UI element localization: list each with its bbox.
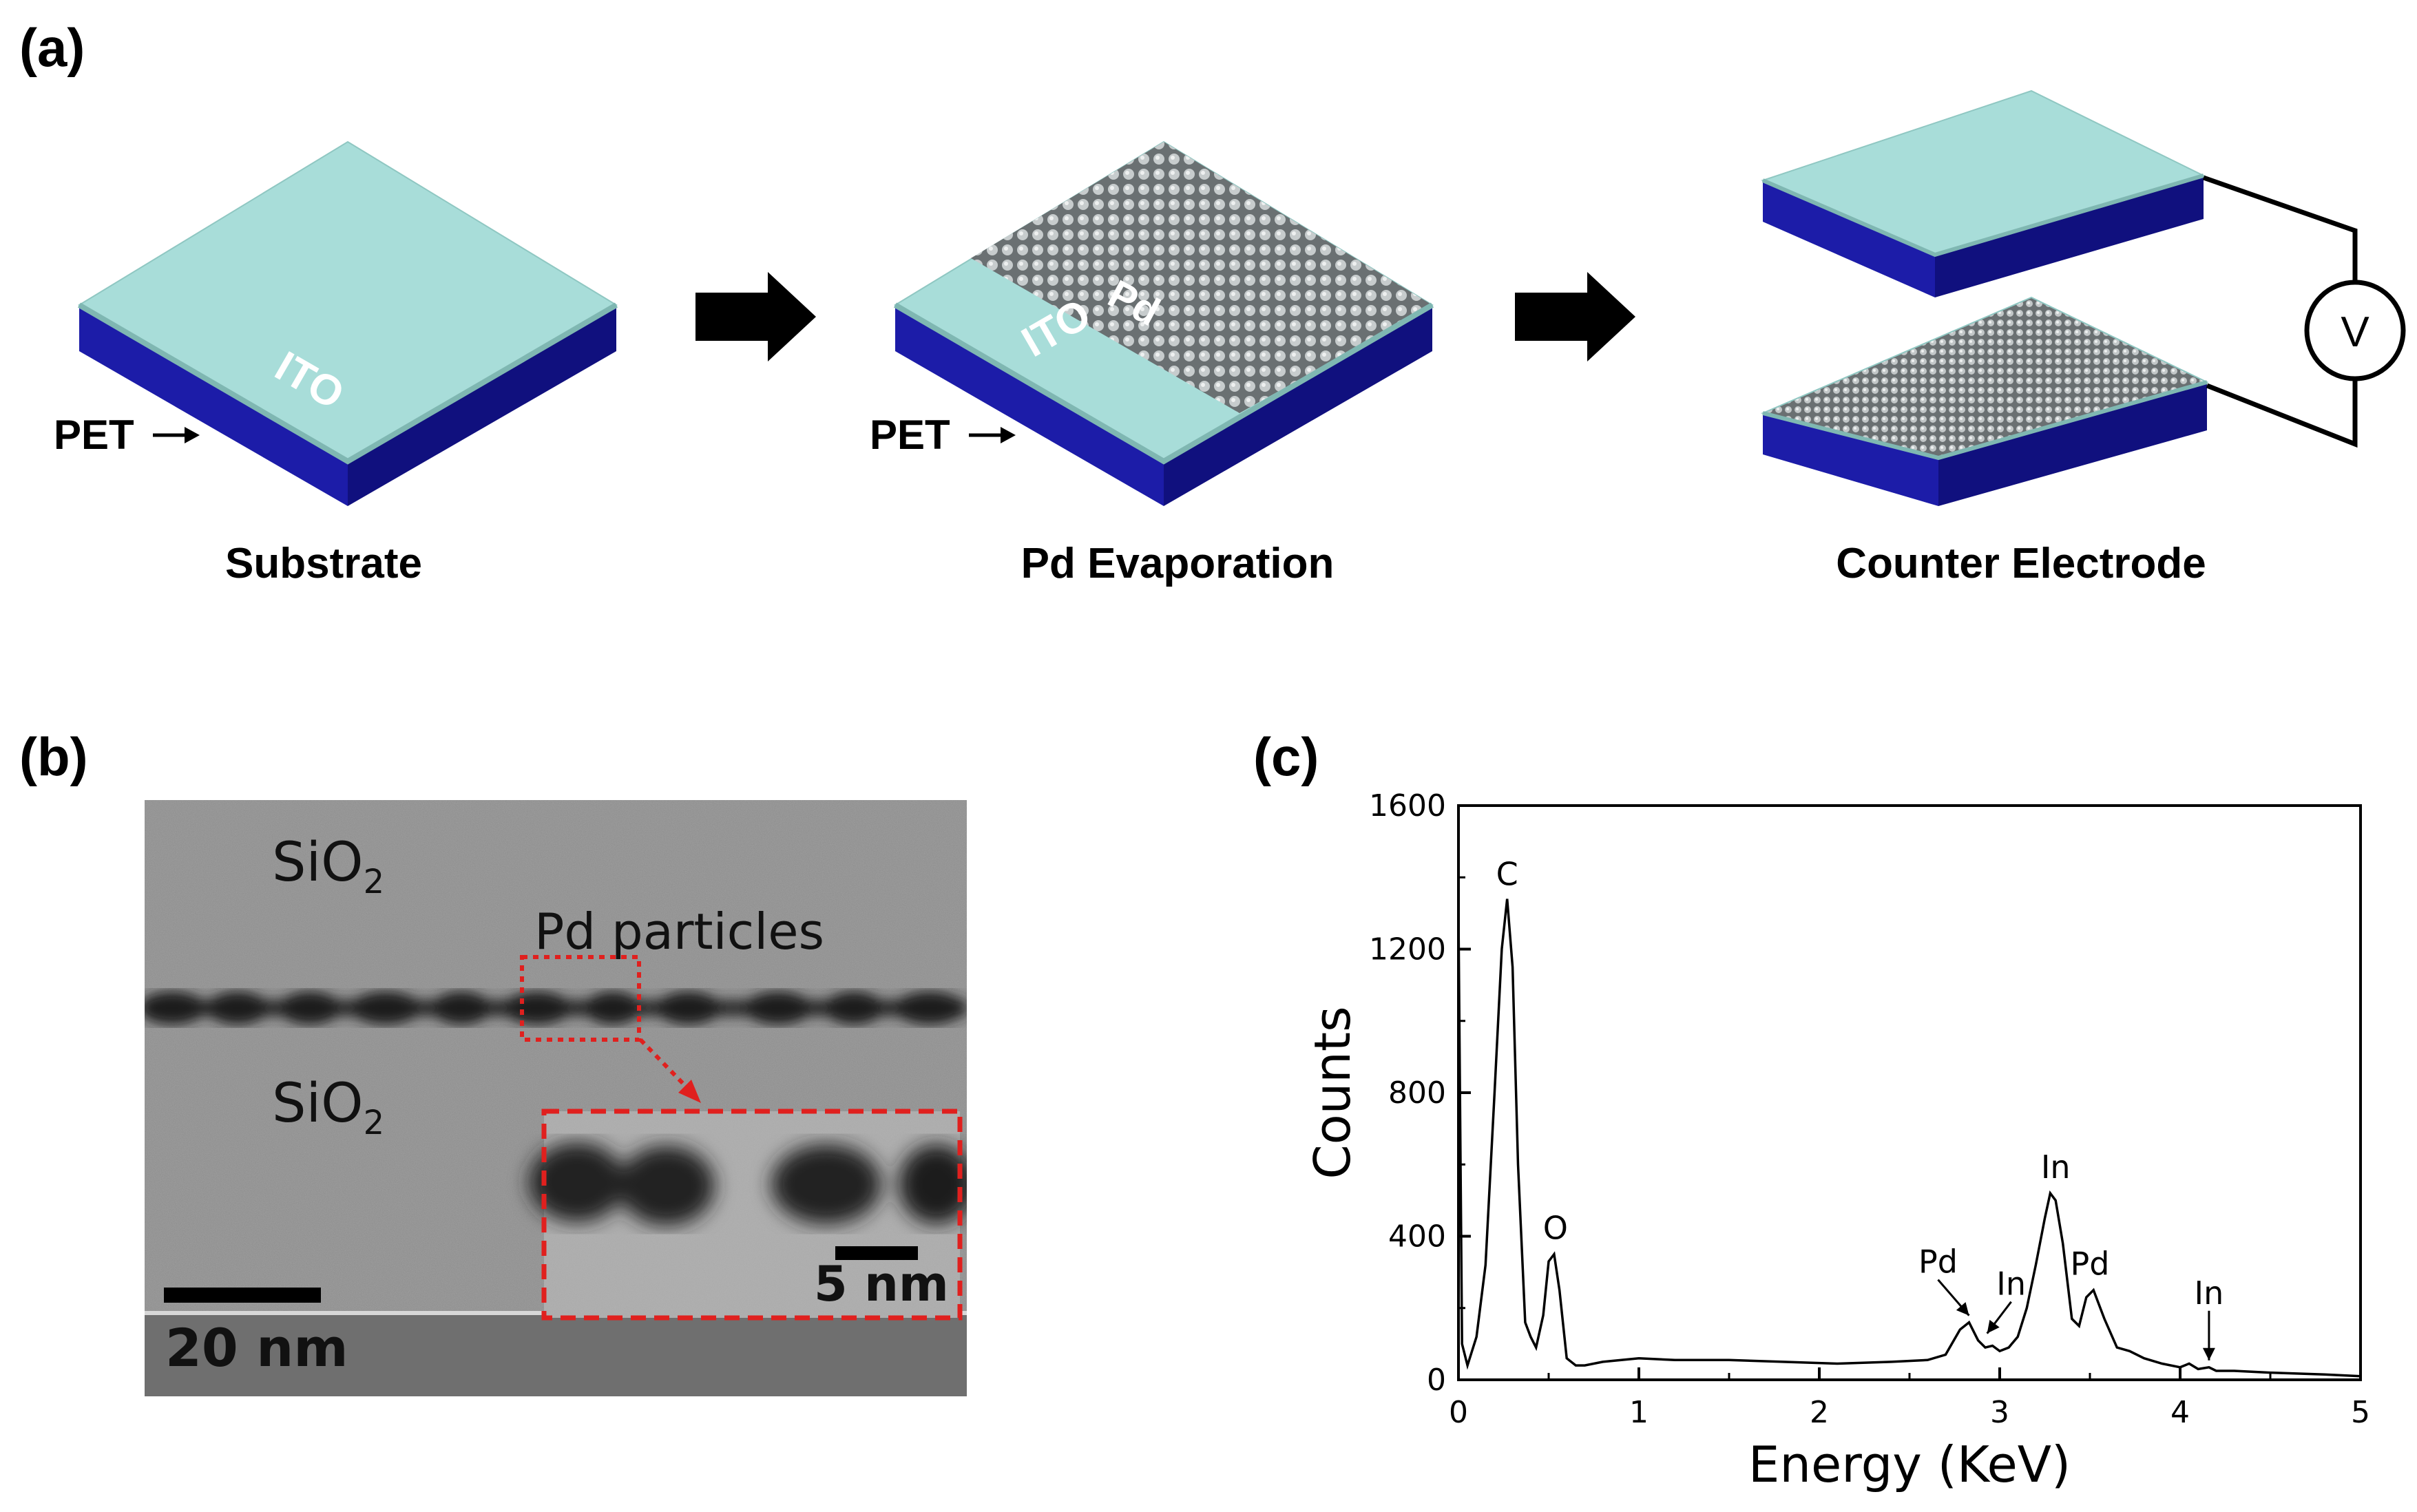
voltmeter-label: V bbox=[2341, 308, 2369, 356]
inset-scale-bar bbox=[835, 1246, 918, 1260]
pd-particles-label: Pd particles bbox=[534, 903, 825, 960]
caption-counter-electrode: Counter Electrode bbox=[1836, 540, 2206, 587]
peak-label: In bbox=[2041, 1148, 2071, 1186]
panel-label-c: (c) bbox=[1253, 726, 1319, 787]
peak-arrowhead bbox=[1987, 1319, 2000, 1334]
wire-bottom bbox=[2206, 375, 2358, 448]
peak-label: O bbox=[1543, 1210, 1568, 1247]
x-tick-label: 2 bbox=[1810, 1395, 1829, 1430]
tem-micrograph: SiO2 SiO2 Pd particles 20 nm 5 nm bbox=[145, 800, 967, 1396]
x-tick-label: 5 bbox=[2351, 1395, 2370, 1430]
peak-label: Pd bbox=[1918, 1243, 1958, 1281]
x-axis-label: Energy (KeV) bbox=[1748, 1436, 2071, 1493]
x-tick-label: 1 bbox=[1629, 1395, 1649, 1430]
voltmeter-icon bbox=[2304, 280, 2406, 381]
y-tick-label: 0 bbox=[1427, 1363, 1446, 1398]
counter-electrode-bottom bbox=[1760, 296, 2209, 506]
fabrication-schematic: V ITO ITO Pd bbox=[77, 90, 2406, 506]
main-scale-label: 20 nm bbox=[165, 1317, 348, 1378]
main-scale-bar bbox=[164, 1288, 321, 1303]
peak-label: C bbox=[1496, 856, 1518, 893]
peak-arrowhead bbox=[1956, 1302, 1969, 1316]
panel-label-b: (b) bbox=[19, 726, 88, 787]
sio2-upper-label: SiO2 bbox=[272, 832, 385, 901]
spectrum-line bbox=[1457, 899, 2361, 1378]
pet-label-1: PET bbox=[54, 412, 134, 458]
peak-label: In bbox=[1996, 1266, 2026, 1303]
y-tick-label: 800 bbox=[1388, 1075, 1446, 1111]
x-tick-label: 0 bbox=[1449, 1395, 1468, 1430]
panel-label-a: (a) bbox=[19, 17, 85, 78]
caption-pd-evaporation: Pd Evaporation bbox=[1021, 540, 1335, 587]
y-axis-label: Counts bbox=[1304, 1006, 1361, 1179]
sio2-lower-label: SiO2 bbox=[272, 1073, 385, 1142]
selection-box bbox=[520, 955, 641, 1042]
pet-arrow-1 bbox=[153, 427, 200, 443]
wire-top bbox=[2202, 175, 2358, 300]
zoom-arrow bbox=[638, 1038, 691, 1091]
x-tick-label: 4 bbox=[2170, 1395, 2190, 1430]
substrate-stack bbox=[77, 140, 618, 506]
caption-substrate: Substrate bbox=[225, 540, 422, 587]
inset-scale-label: 5 nm bbox=[814, 1256, 949, 1312]
process-arrow-2 bbox=[1515, 272, 1635, 361]
peak-label: Pd bbox=[2071, 1246, 2110, 1283]
y-tick-label: 1200 bbox=[1369, 932, 1446, 967]
process-arrow-1 bbox=[695, 272, 816, 361]
y-tick-label: 400 bbox=[1388, 1219, 1446, 1254]
peak-label: In bbox=[2195, 1274, 2224, 1312]
pd-evaporation-stack bbox=[893, 140, 1434, 506]
pet-arrow-2 bbox=[969, 427, 1016, 443]
plot-frame bbox=[1457, 804, 2362, 1381]
pet-label-2: PET bbox=[870, 412, 950, 458]
counter-electrode-top bbox=[1761, 90, 2206, 297]
zoom-inset bbox=[529, 1109, 967, 1321]
y-tick-label: 1600 bbox=[1369, 788, 1446, 823]
x-tick-label: 3 bbox=[1990, 1395, 2009, 1430]
peak-arrowhead bbox=[2202, 1347, 2215, 1361]
